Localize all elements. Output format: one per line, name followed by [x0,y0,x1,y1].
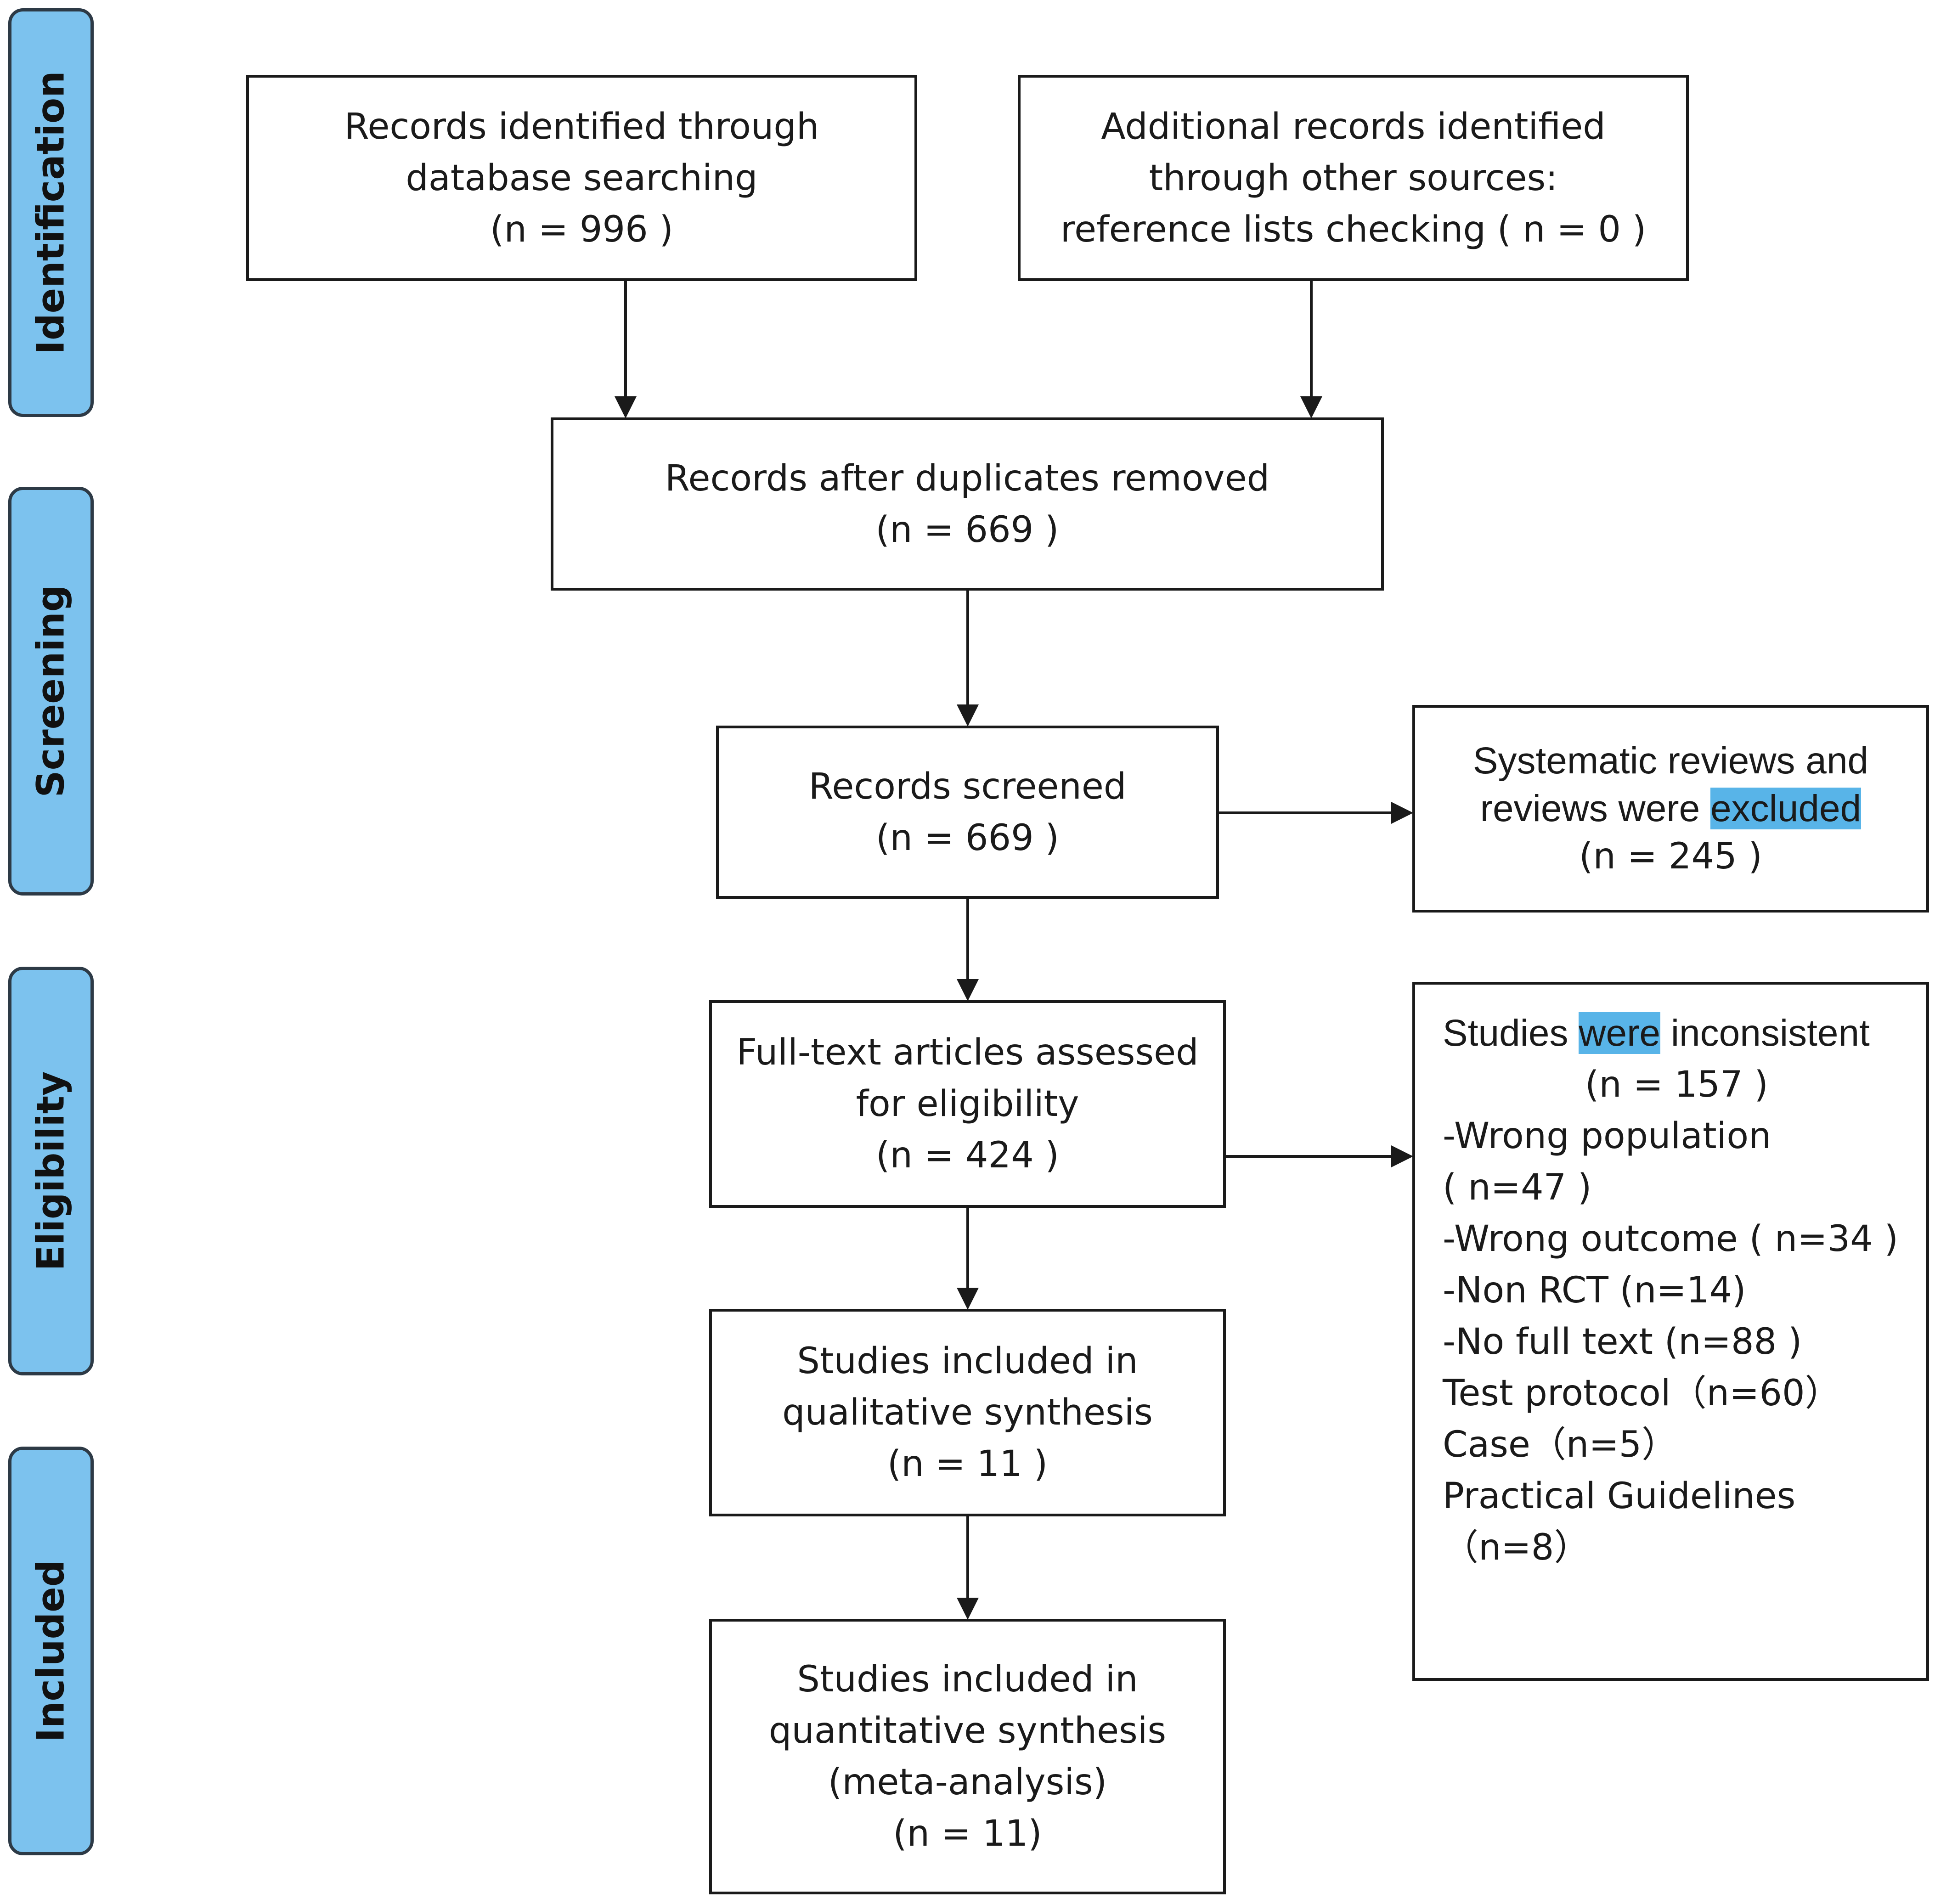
box-database-searching: Records identified through database sear… [246,75,917,281]
box-records-screened: Records screened (n = 669 ) [716,726,1219,899]
stage-screening: Screening [8,487,94,896]
quantitative-line1: Studies included in [797,1659,1138,1700]
box-duplicates-removed: Records after duplicates removed (n = 66… [551,417,1384,591]
other-sources-line3: reference lists checking ( n = 0 ) [1060,208,1647,250]
excluded-line2-text: reviews were [1480,788,1710,829]
inconsistent-highlight: were [1579,1012,1661,1054]
other-sources-line2: through other sources: [1149,157,1558,199]
screened-count: (n = 669 ) [876,817,1059,859]
list-item: -No full text (n=88 ) [1443,1321,1802,1363]
database-line2: database searching [406,157,758,199]
qualitative-line2: qualitative synthesis [782,1392,1153,1433]
stage-eligibility: Eligibility [8,967,94,1375]
excluded-line1: Systematic reviews and [1472,740,1869,782]
list-item: ( n=47 ) [1443,1167,1592,1208]
qualitative-count: (n = 11 ) [887,1443,1048,1485]
list-item: （n=8） [1443,1527,1590,1568]
list-item: -Wrong population [1443,1115,1771,1157]
box-other-sources: Additional records identified through ot… [1018,75,1689,281]
list-item: Test protocol（n=60） [1443,1373,1841,1414]
duplicates-line1: Records after duplicates removed [665,457,1270,499]
full-text-line1: Full-text articles assessed [736,1032,1199,1073]
stage-identification: Identification [8,8,94,417]
excluded-highlight: excluded [1710,788,1862,829]
database-line1: Records identified through [344,106,819,147]
list-item: -Wrong outcome ( n=34 ) [1443,1218,1899,1260]
quantitative-line2: quantitative synthesis [768,1710,1167,1752]
inconsistent-title-b: inconsistent [1660,1012,1870,1054]
qualitative-line1: Studies included in [797,1341,1138,1382]
box-qualitative-synthesis: Studies included in qualitative synthesi… [709,1309,1226,1516]
other-sources-line1: Additional records identified [1101,106,1606,147]
database-count: (n = 996 ) [490,208,673,250]
inconsistent-title-a: Studies [1443,1012,1579,1054]
box-inconsistent-studies: Studies were inconsistent (n = 157 ) -Wr… [1412,982,1929,1681]
full-text-line2: for eligibility [856,1083,1079,1125]
list-item: Practical Guidelines [1443,1476,1796,1517]
inconsistent-count: (n = 157 ) [1585,1064,1768,1105]
box-excluded-reviews: Systematic reviews and reviews were excl… [1412,705,1929,913]
list-item: Case（n=5） [1443,1424,1678,1465]
excluded-count: (n = 245 ) [1579,836,1762,877]
stage-included: Included [8,1447,94,1855]
quantitative-line3: (meta-analysis) [828,1762,1107,1803]
inconsistent-title: Studies were inconsistent [1443,1008,1926,1059]
box-full-text: Full-text articles assessed for eligibil… [709,1000,1226,1208]
full-text-count: (n = 424 ) [876,1135,1059,1176]
screened-line1: Records screened [808,766,1127,807]
duplicates-count: (n = 669 ) [875,509,1059,551]
quantitative-count: (n = 11) [893,1813,1042,1854]
excluded-line2: reviews were excluded [1480,785,1862,833]
box-quantitative-synthesis: Studies included in quantitative synthes… [709,1619,1226,1894]
list-item: -Non RCT (n=14) [1443,1270,1746,1311]
